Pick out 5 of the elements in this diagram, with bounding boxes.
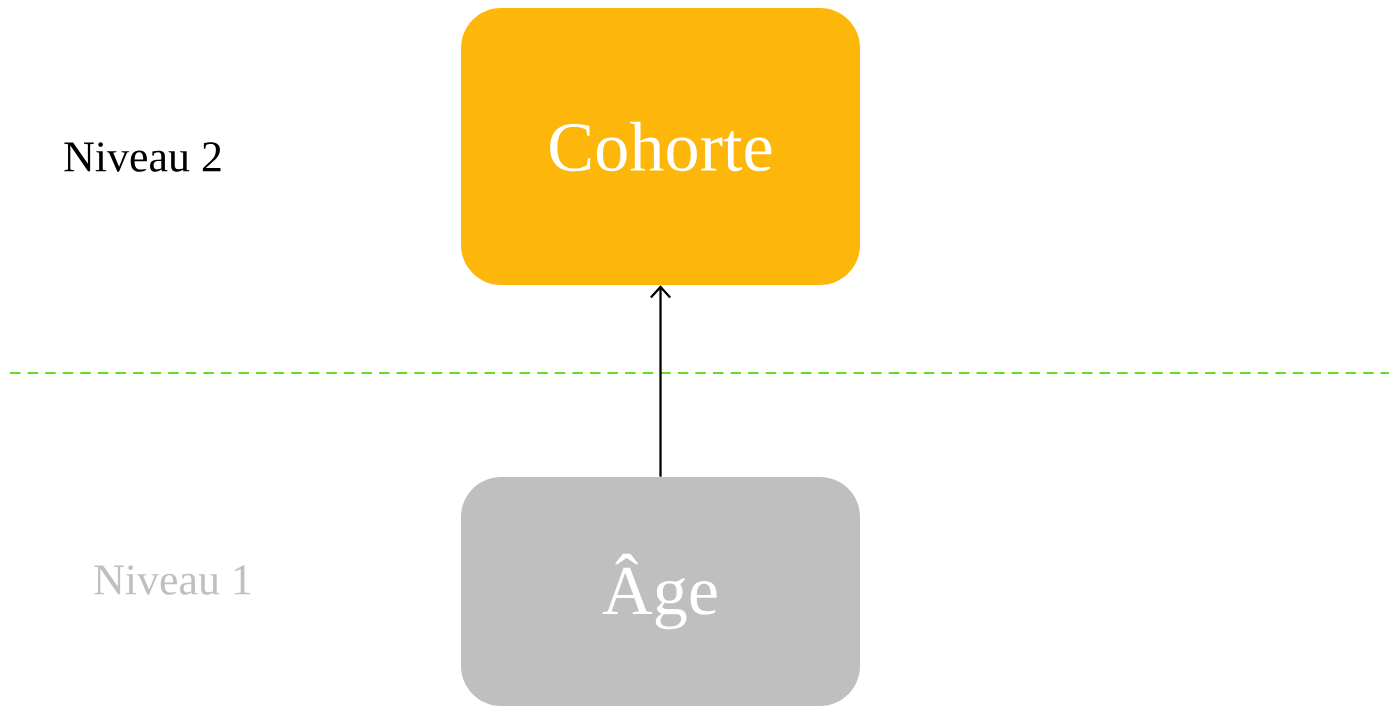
level-label: Niveau 1 xyxy=(94,565,251,595)
process-box: Cohorte xyxy=(461,8,860,285)
process-box: Âge xyxy=(461,477,860,706)
level-label: Niveau 2 xyxy=(64,142,221,172)
arrow xyxy=(650,285,671,477)
